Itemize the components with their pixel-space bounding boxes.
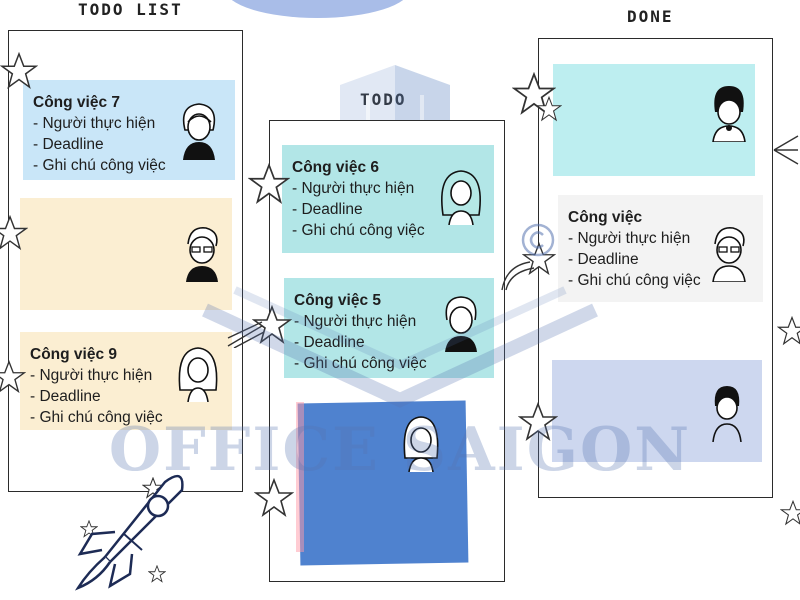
task-deadline: - Deadline	[30, 388, 101, 405]
task-card-title: Công việc	[568, 209, 643, 226]
avatar-icon	[712, 86, 746, 142]
task-card-title: Công việc 6	[292, 159, 379, 176]
avatar-icon	[712, 227, 746, 282]
swoosh-icon	[501, 261, 535, 291]
task-note: - Ghi chú công việc	[294, 355, 427, 372]
rocket-icon	[74, 474, 184, 591]
done-card-task[interactable]: Công việc - Người thực hiện - Deadline -…	[558, 195, 763, 302]
avatar-icon	[403, 416, 439, 472]
task-deadline: - Deadline	[568, 251, 639, 268]
swoosh-icon	[773, 135, 799, 165]
star-icon	[512, 72, 556, 115]
task-card-title: Công việc 5	[294, 292, 381, 309]
task-note: - Ghi chú công việc	[568, 272, 701, 289]
star-icon	[0, 52, 38, 90]
star-icon	[777, 316, 800, 346]
task-card-title: Công việc 9	[30, 346, 117, 363]
column-title-done: DONE	[627, 7, 674, 26]
star-icon	[252, 305, 292, 345]
task-note: - Ghi chú công việc	[30, 409, 163, 426]
avatar-icon	[186, 227, 218, 282]
star-icon	[248, 163, 290, 204]
star-icon	[0, 215, 28, 251]
swoosh-icon	[227, 321, 265, 348]
star-icon	[536, 96, 562, 122]
copyright-icon	[521, 223, 555, 257]
task-assignee: - Người thực hiện	[33, 115, 156, 132]
star-icon	[148, 565, 166, 583]
task-assignee: - Người thực hiện	[30, 367, 153, 384]
star-icon	[142, 477, 164, 499]
task-deadline: - Deadline	[292, 201, 363, 218]
task-assignee: - Người thực hiện	[294, 313, 417, 330]
task-card-title: Công việc 7	[33, 94, 120, 111]
star-icon	[780, 500, 800, 526]
sticky-edge-accent	[296, 402, 304, 552]
watermark-text: OFFICE SAIGON	[108, 415, 692, 485]
star-icon	[0, 360, 26, 394]
decorative-blob	[225, 0, 410, 18]
task-card-7[interactable]: Công việc 7 - Người thực hiện - Deadline…	[23, 80, 235, 180]
star-icon	[518, 402, 558, 442]
task-assignee: - Người thực hiện	[568, 230, 691, 247]
avatar-icon	[712, 386, 742, 442]
task-deadline: - Deadline	[33, 136, 104, 153]
task-assignee: - Người thực hiện	[292, 180, 415, 197]
avatar-icon	[178, 347, 218, 402]
star-icon	[80, 520, 98, 538]
column-title-todo-list: TODO LIST	[78, 0, 183, 19]
star-icon	[254, 478, 294, 518]
building-watermark-icon	[202, 286, 598, 408]
avatar-icon	[441, 170, 481, 225]
star-icon	[522, 242, 556, 276]
avatar-icon	[182, 103, 216, 160]
avatar-icon	[445, 296, 477, 352]
task-note: - Ghi chú công việc	[292, 222, 425, 239]
task-note: - Ghi chú công việc	[33, 157, 166, 174]
column-title-todo: TODO	[360, 90, 407, 109]
task-deadline: - Deadline	[294, 334, 365, 351]
